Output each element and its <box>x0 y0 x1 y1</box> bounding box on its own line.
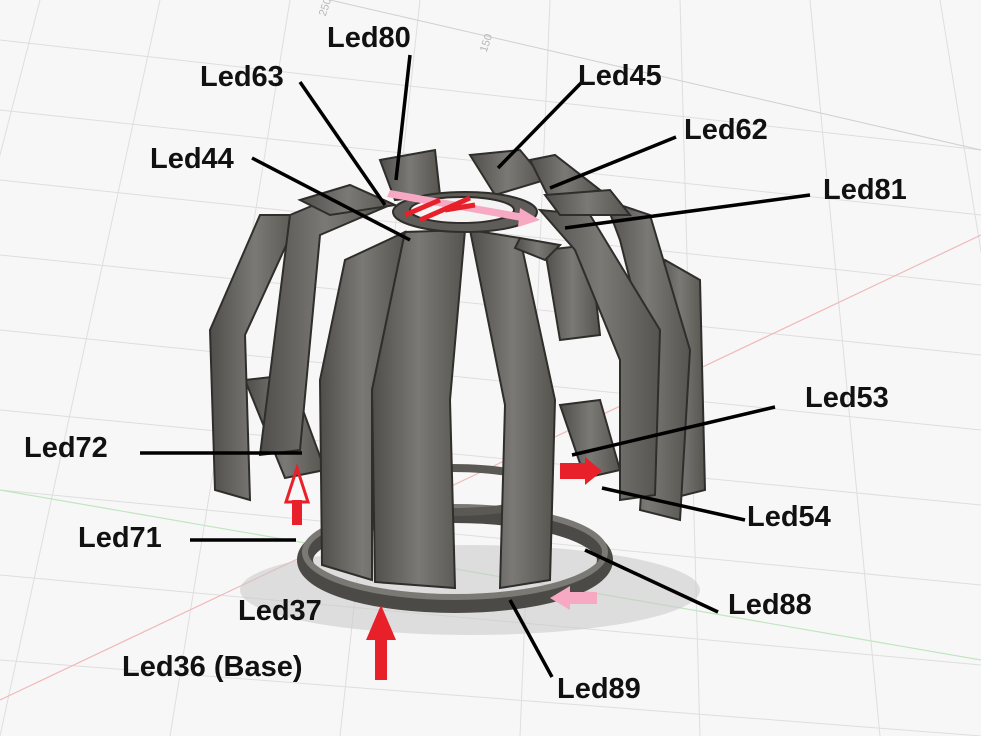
label-led44: Led44 <box>150 143 234 175</box>
red-arrow-led71 <box>292 500 302 525</box>
red-arrows-top <box>404 195 476 223</box>
label-led72: Led72 <box>24 432 108 464</box>
label-led53: Led53 <box>805 382 889 414</box>
label-led36-base: Led36 (Base) <box>122 651 303 683</box>
label-led54: Led54 <box>747 501 831 533</box>
label-led80: Led80 <box>327 22 411 54</box>
callout-lines <box>140 54 811 678</box>
top-crown <box>297 148 633 233</box>
label-led71: Led71 <box>78 522 162 554</box>
label-led88: Led88 <box>728 589 812 621</box>
red-arrow-led36 <box>366 605 396 680</box>
callout-led45 <box>496 80 584 170</box>
label-led81: Led81 <box>823 174 907 206</box>
red-arrow-led53 <box>560 457 602 485</box>
label-led89: Led89 <box>557 673 641 705</box>
led-direction-arrows <box>283 190 602 680</box>
front-ribs <box>318 228 563 590</box>
label-led37: Led37 <box>238 595 322 627</box>
callout-led63 <box>298 81 387 206</box>
callout-led53 <box>571 405 776 457</box>
callout-led88 <box>584 548 719 614</box>
callout-led62 <box>549 135 677 190</box>
label-led45: Led45 <box>578 60 662 92</box>
callout-led89 <box>508 599 554 678</box>
label-led63: Led63 <box>200 61 284 93</box>
callout-led54 <box>601 486 746 522</box>
label-led62: Led62 <box>684 114 768 146</box>
callout-led80 <box>394 54 412 181</box>
callout-led81 <box>564 193 811 230</box>
callout-led44 <box>251 156 411 242</box>
side-ribs <box>208 188 707 522</box>
pink-arrow-led88 <box>550 586 597 610</box>
